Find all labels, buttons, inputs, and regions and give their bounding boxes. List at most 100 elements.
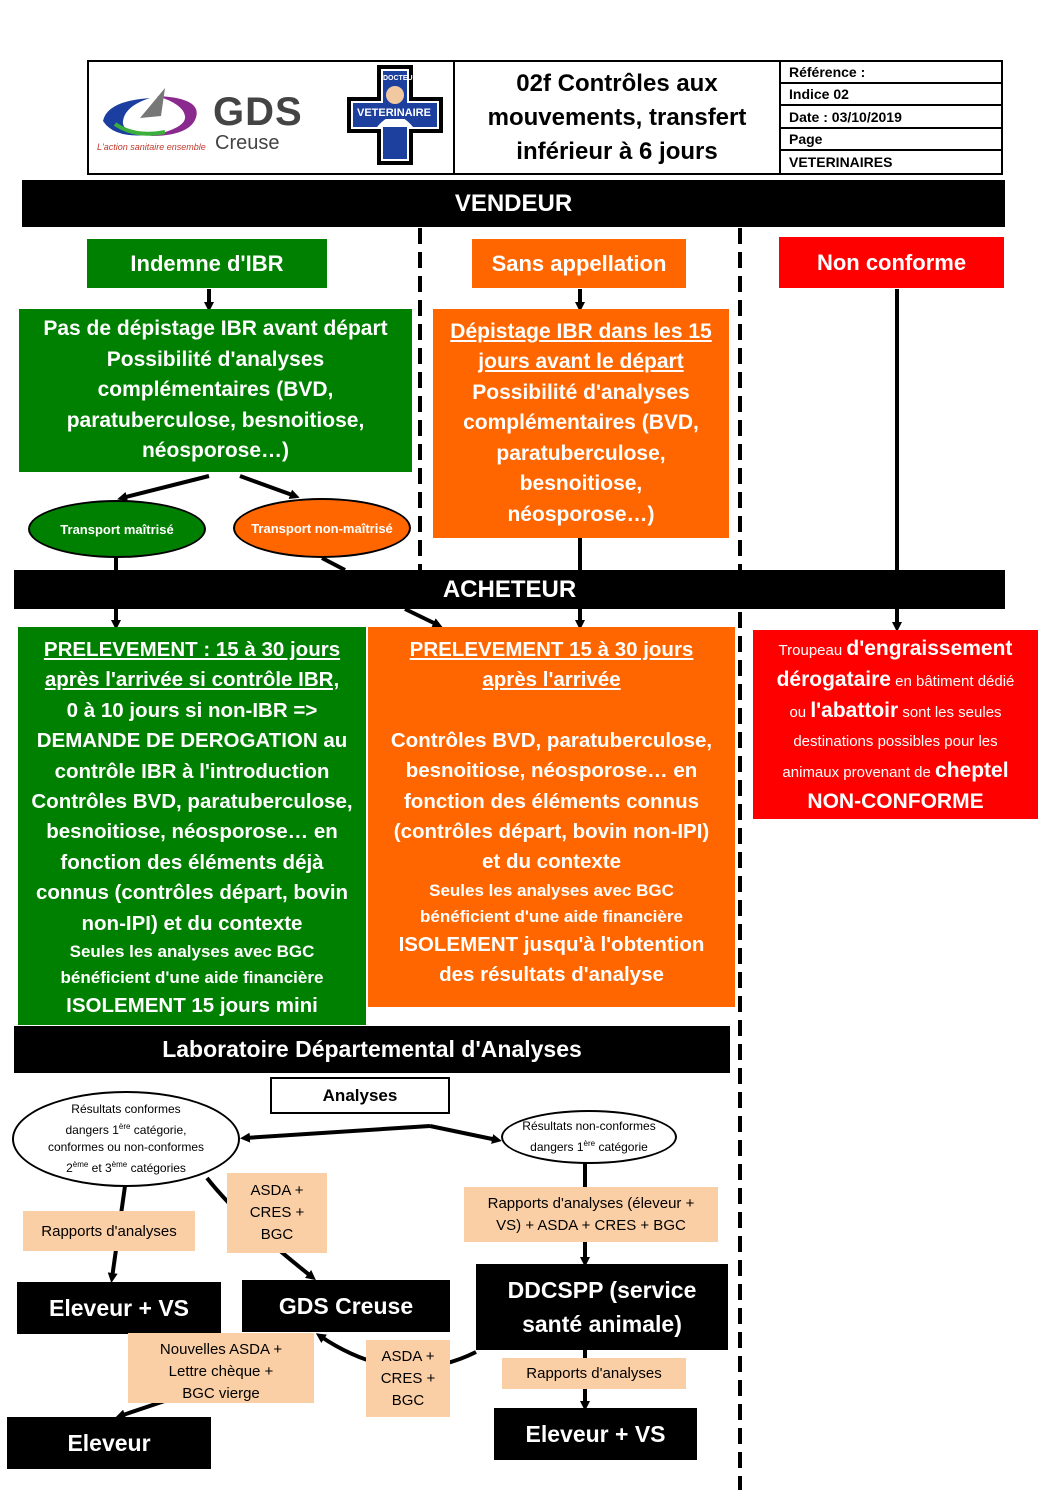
prelev-line: et du contexte — [482, 850, 621, 874]
title-line: inférieur à 6 jours — [516, 137, 718, 165]
analyses-box: Analyses — [270, 1077, 450, 1114]
destination-line: Troupeau d'engraissement — [779, 634, 1013, 665]
peach-line: VS) + ASDA + CRES + BGC — [496, 1216, 686, 1234]
header-divider-2 — [779, 60, 781, 175]
dest-text: sont les seules — [898, 703, 1002, 721]
document-title: 02f Contrôles aux mouvements, transfert … — [455, 62, 779, 173]
prelev-line-last: ISOLEMENT 15 jours mini — [66, 994, 318, 1018]
ellipse-text: dangers 1 — [530, 1140, 584, 1154]
sans-appellation-rules-box: Dépistage IBR dans les 15 jours avant le… — [433, 309, 729, 538]
ddcspp-line: DDCSPP (service — [507, 1277, 697, 1303]
rapports-analyses-ddcspp: Rapports d'analyses — [502, 1358, 686, 1389]
indemne-rules-box: Pas de dépistage IBR avant départ Possib… — [19, 309, 412, 472]
dest-text-bold: d'engraissement — [846, 636, 1013, 660]
destination-line: dérogataire en bâtiment dédié — [777, 665, 1015, 696]
prelev-line-underlined: après l'arrivée si contrôle IBR, — [44, 668, 340, 692]
rule-line-underlined: jours avant le départ — [478, 350, 684, 374]
rule-line: paratuberculose, — [496, 441, 666, 465]
rule-line: besnoitiose, — [519, 472, 643, 496]
peach-line: Nouvelles ASDA + — [159, 1341, 283, 1358]
peach-line: BGC — [260, 1226, 294, 1243]
info-cell-date: Date : 03/10/2019 — [781, 106, 1001, 129]
peach-line: ASDA + — [381, 1347, 435, 1365]
rule-line: complémentaires (BVD, — [97, 378, 334, 402]
results-conformes-ellipse: Résultats conformes dangers 1ère catégor… — [12, 1091, 240, 1187]
status-non-conforme: Non conforme — [779, 237, 1004, 288]
prelev-line: 0 à 10 jours si non-IBR => — [66, 698, 318, 722]
prelev-line-small: Seules les analyses avec BGC — [429, 880, 674, 900]
status-indemne: Indemne d'IBR — [87, 239, 327, 288]
prelev-line: fonction des éléments connus — [403, 789, 700, 813]
eleveur-box: Eleveur — [7, 1417, 211, 1469]
eleveur-vs-left-box: Eleveur + VS — [17, 1282, 221, 1334]
prelevement-sans-appellation-box: PRELEVEMENT 15 à 30 jours après l'arrivé… — [368, 627, 735, 1007]
prelev-line: besnoitiose, néosporose… en — [46, 820, 338, 844]
acheteur-bar: ACHETEUR — [14, 570, 1005, 609]
dest-text-bold: dérogataire — [776, 667, 891, 691]
prelev-line-underlined: PRELEVEMENT : 15 à 30 jours — [43, 638, 341, 661]
eleveur-vs-right-box: Eleveur + VS — [494, 1408, 697, 1460]
non-conforme-destinations-box: Troupeau d'engraissement dérogataire en … — [753, 630, 1038, 819]
veterinaire-logo: DOCTEUR VETERINAIRE — [347, 65, 443, 165]
prelev-line: contrôle IBR à l'introduction — [54, 759, 330, 783]
prelev-line: Contrôles BVD, paratuberculose, — [31, 790, 353, 814]
laboratoire-bar: Laboratoire Départemental d'Analyses — [14, 1026, 730, 1073]
rule-line: néosporose…) — [141, 439, 290, 463]
rule-line: paratuberculose, besnoitiose, — [66, 408, 365, 432]
asda-cres-bgc-bottom: ASDA + CRES + BGC — [366, 1340, 450, 1417]
gds-logo: GDS Creuse L'action sanitaire ensemble — [95, 72, 325, 162]
prelev-line-last: des résultats d'analyse — [439, 963, 664, 987]
ddcspp-box: DDCSPP (service santé animale) — [476, 1264, 728, 1350]
dest-text: ou — [789, 703, 811, 721]
info-cell-audience: VETERINAIRES — [789, 154, 893, 170]
ellipse-line: Résultats conformes — [71, 1102, 181, 1116]
ellipse-line: 2ème et 3ème catégories — [66, 1156, 186, 1177]
ellipse-line: dangers 1ère catégorie, — [66, 1118, 187, 1139]
transport-maitrise-ellipse: Transport maîtrisé — [28, 500, 206, 558]
prelev-line: non-IPI) et du contexte — [81, 911, 303, 935]
prelev-line: Contrôles BVD, paratuberculose, — [390, 728, 713, 752]
ellipse-text: catégories — [127, 1161, 186, 1175]
prelev-line-small: bénéficient d'une aide financière — [420, 906, 683, 926]
results-non-conformes-ellipse: Résultats non-conformes dangers 1ère cat… — [501, 1110, 677, 1164]
prelev-line: connus (contrôles départ, bovin — [35, 881, 349, 905]
rapports-analyses-eleveur-vs: Rapports d'analyses (éleveur + VS) + ASD… — [464, 1187, 718, 1242]
prelev-line: fonction des éléments déjà — [60, 850, 324, 874]
ellipse-text: dangers 1 — [65, 1123, 119, 1137]
rule-line: Pas de dépistage IBR avant départ — [43, 317, 388, 341]
gds-logo-text: GDS — [213, 90, 303, 134]
rapports-analyses-left: Rapports d'analyses — [23, 1211, 195, 1251]
prelev-line-last: ISOLEMENT jusqu'à l'obtention — [398, 932, 705, 956]
destination-line: animaux provenant de cheptel — [782, 756, 1008, 787]
prelev-line-small: Seules les analyses avec BGC — [69, 942, 315, 962]
vendeur-bar: VENDEUR — [22, 180, 1005, 227]
header-divider-1 — [453, 60, 455, 175]
asda-cres-bgc-top: ASDA + CRES + BGC — [227, 1173, 327, 1253]
prelev-line: DEMANDE DE DEROGATION au — [36, 729, 348, 753]
peach-line: BGC vierge — [182, 1385, 260, 1402]
dest-text: animaux provenant de — [782, 763, 936, 781]
veterinaire-logo-top: DOCTEUR — [383, 75, 418, 82]
status-sans-appellation: Sans appellation — [472, 239, 686, 288]
destination-line-bold: NON-CONFORME — [807, 789, 984, 813]
rule-line: complémentaires (BVD, — [463, 411, 699, 435]
gds-logo-subtext: Creuse — [215, 132, 280, 154]
prelev-line: besnoitiose, néosporose… en — [405, 759, 698, 783]
gds-swoosh-icon — [103, 88, 197, 136]
title-line: mouvements, transfert — [487, 103, 747, 131]
info-cell-reference: Référence : — [781, 62, 1001, 84]
gds-creuse-box: GDS Creuse — [242, 1280, 450, 1332]
info-cell-page: Page — [781, 129, 1001, 151]
ellipse-sup: ème — [72, 1160, 89, 1169]
prelev-line: (contrôles départ, bovin non-IPI) — [393, 820, 710, 844]
dest-text: Troupeau — [778, 641, 847, 659]
info-table: Référence : Indice 02 Date : 03/10/2019 … — [781, 62, 1001, 173]
info-cell-indice: Indice 02 — [781, 84, 1001, 106]
rule-line-underlined: Dépistage IBR dans les 15 — [450, 319, 712, 343]
title-line: 02f Contrôles aux — [516, 69, 718, 97]
dest-text-bold: l'abattoir — [810, 698, 899, 722]
prelevement-indemne-box: PRELEVEMENT : 15 à 30 jours après l'arri… — [18, 627, 366, 1025]
destination-line: destinations possibles pour les — [793, 732, 998, 750]
ellipse-line: dangers 1ère catégorie — [530, 1135, 648, 1156]
transport-non-maitrise-ellipse: Transport non-maîtrisé — [233, 498, 411, 558]
